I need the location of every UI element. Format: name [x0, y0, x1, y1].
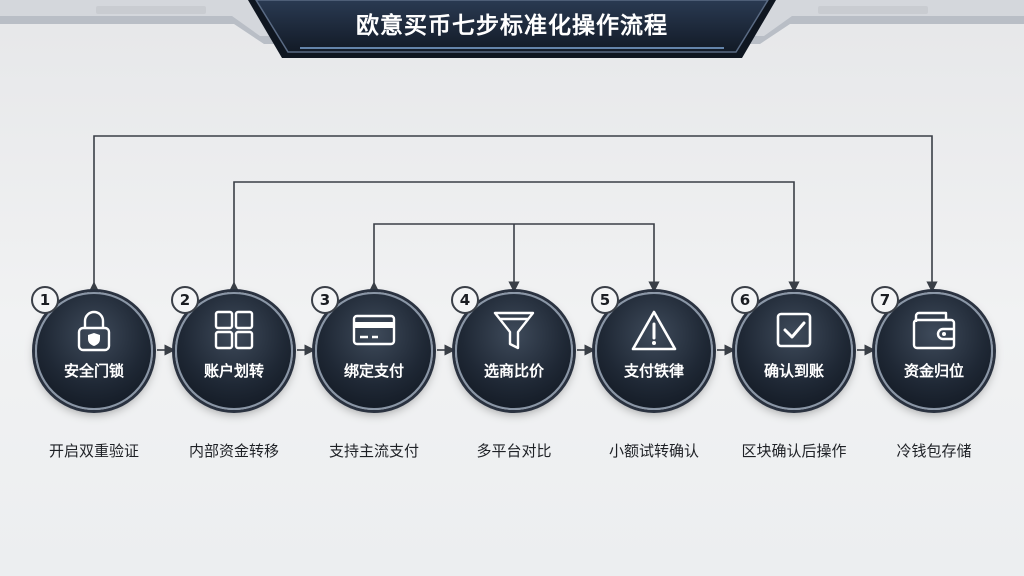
step-6: 确认到账 6: [731, 286, 853, 410]
step-number-badge: 6: [731, 286, 759, 314]
step-label: 安全门锁: [63, 362, 124, 380]
header-banner: 欧意买币七步标准化操作流程: [0, 0, 1024, 70]
step-description: 内部资金转移: [188, 442, 279, 460]
step-description: 冷钱包存储: [896, 442, 972, 460]
step-description: 多平台对比: [476, 442, 552, 460]
lock-icon: [77, 310, 111, 352]
step-description: 区块确认后操作: [741, 442, 847, 460]
step-label: 绑定支付: [343, 362, 404, 380]
step-description: 支持主流支付: [328, 442, 419, 460]
step-label: 支付铁律: [623, 362, 684, 380]
step-number-badge: 1: [31, 286, 59, 314]
step-number-badge: 5: [591, 286, 619, 314]
step-label: 选商比价: [483, 362, 544, 380]
checkbox-icon: [776, 312, 812, 348]
warning-icon: [631, 310, 677, 351]
step-2: 账户划转 2: [171, 286, 293, 410]
step-1: 安全门锁 1: [31, 286, 153, 410]
step-4: 选商比价 4: [451, 286, 573, 410]
loop-line-2-6: [228, 181, 800, 293]
page-title: 欧意买币七步标准化操作流程: [356, 13, 668, 39]
funnel-icon: [493, 311, 535, 350]
step-3: 绑定支付 3: [311, 286, 433, 410]
step-number-badge: 3: [311, 286, 339, 314]
step-circle: [875, 292, 993, 410]
step-5: 支付铁律 5: [591, 286, 713, 410]
step-label: 资金归位: [903, 362, 964, 380]
step-7: 资金归位 7: [871, 286, 993, 410]
step-circle: [455, 292, 573, 410]
step-circle: [735, 292, 853, 410]
step-number-badge: 4: [451, 286, 479, 314]
loop-line-1-7: [88, 135, 938, 293]
wallet-icon: [912, 311, 956, 350]
step-circle: [175, 292, 293, 410]
step-label: 账户划转: [203, 362, 264, 380]
step-number-badge: 2: [171, 286, 199, 314]
grid-icon: [214, 310, 254, 350]
step-description: 开启双重验证: [48, 442, 139, 460]
step-circle: [315, 292, 433, 410]
step-number-badge: 7: [871, 286, 899, 314]
credit-card-icon: [352, 314, 396, 346]
step-description: 小额试转确认: [608, 442, 699, 460]
step-label: 确认到账: [763, 362, 824, 380]
